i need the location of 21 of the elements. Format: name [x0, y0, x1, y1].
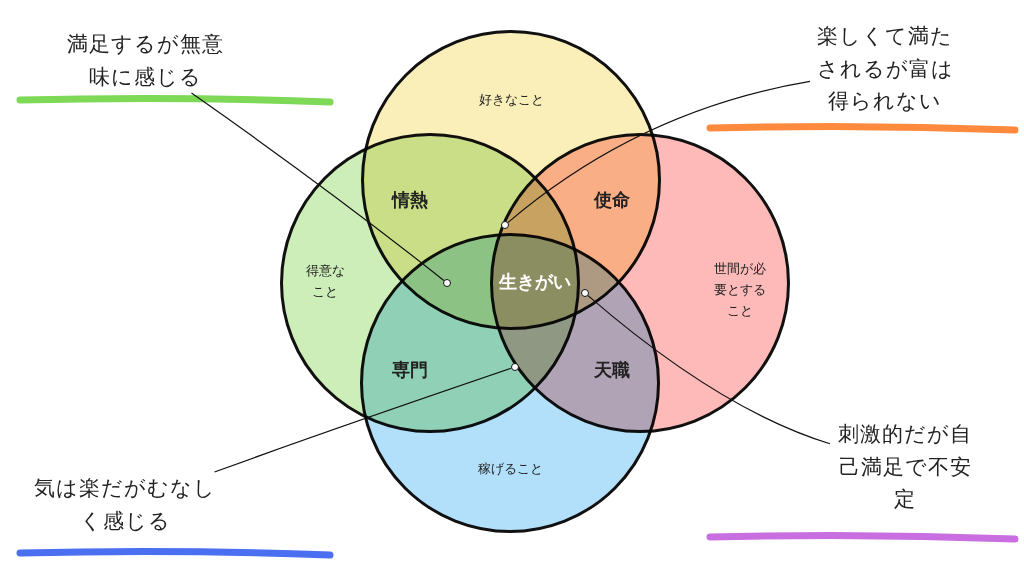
circle-label: 好きなこと [477, 91, 545, 109]
region-label: 使命 [594, 188, 630, 212]
region-label: 情熱 [392, 188, 428, 212]
leader-dot [511, 363, 519, 371]
region-label: 生きがい [499, 270, 571, 294]
leader-line [213, 367, 512, 473]
region-label: 専門 [392, 358, 428, 382]
leader-line [190, 92, 445, 282]
circle-label: 得意なこと [304, 262, 346, 301]
callout-text: 気は楽だがむなしく感じる [30, 472, 220, 538]
leader-line [507, 80, 811, 223]
callout-text: 楽しくて満たされるが富は得られない [810, 20, 960, 118]
region-label: 天職 [594, 358, 630, 382]
callout-text: 満足するが無意味に感じる [60, 28, 230, 94]
circle-label: 世間が必要とすること [713, 260, 767, 320]
callout-text: 刺激的だが自己満足で不安定 [830, 418, 980, 516]
leader-dot [581, 289, 589, 297]
leader-dot [501, 221, 509, 229]
leader-line [587, 295, 831, 445]
circle-label: 稼げること [476, 460, 544, 478]
leader-dot [443, 279, 451, 287]
